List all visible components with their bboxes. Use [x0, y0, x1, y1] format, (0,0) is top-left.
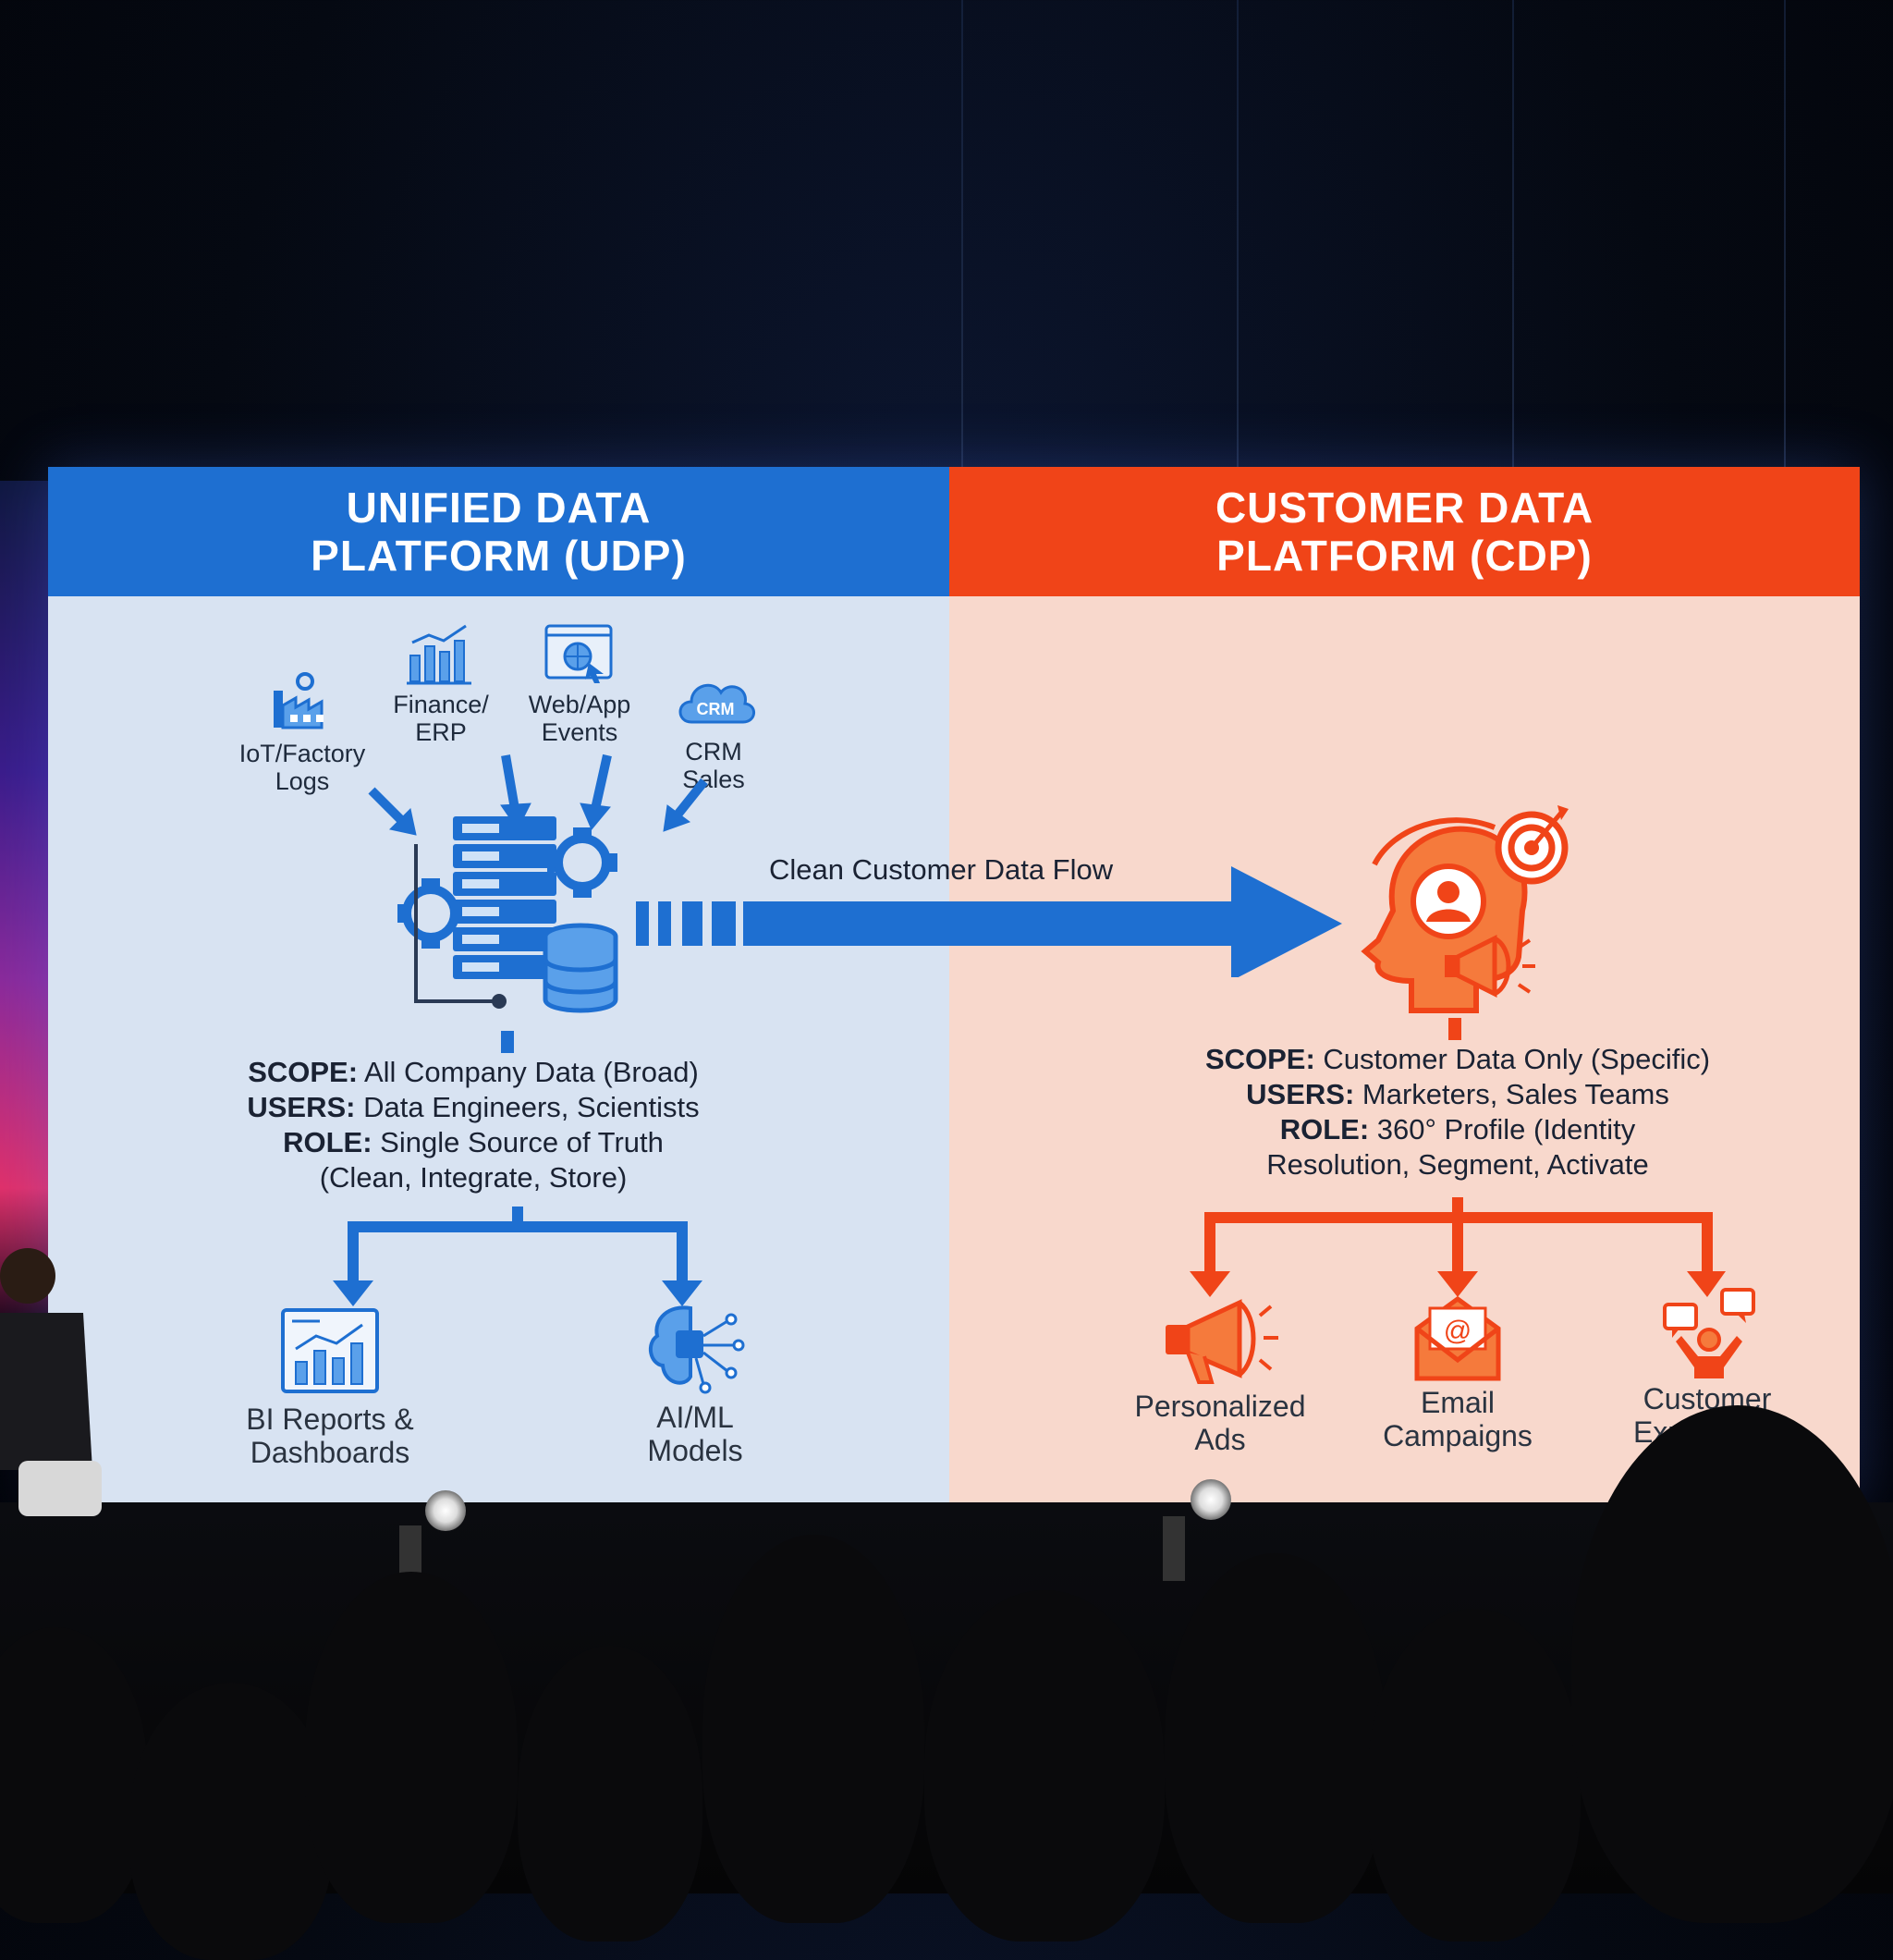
rigging-line [1784, 0, 1786, 467]
customer-experience-icon [1661, 1286, 1757, 1387]
cdp-description: SCOPE: Customer Data Only (Specific) USE… [1204, 1043, 1711, 1181]
flow-dash [682, 901, 702, 946]
udp-description: SCOPE: All Company Data (Broad) USERS: D… [247, 1056, 700, 1194]
crm-badge-text: CRM [697, 700, 735, 718]
audience-head [1165, 1553, 1386, 1923]
udp-title-line2: PLATFORM (UDP) [311, 532, 687, 580]
audience-head [924, 1590, 1165, 1942]
side-screen-glow [0, 481, 54, 1313]
incoming-arrows [368, 753, 708, 836]
crm-cloud-icon: CRM [673, 672, 758, 732]
cdp-panel: CUSTOMER DATA PLATFORM (CDP) [949, 467, 1860, 1502]
rigging-line [1237, 0, 1239, 467]
bar-chart-icon [405, 622, 475, 692]
email-icon: @ [1411, 1295, 1504, 1389]
source-label-finance: Finance/ERP [393, 691, 489, 746]
flow-label: Clean Customer Data Flow [769, 853, 1114, 886]
cdp-branch-arrows [1190, 1197, 1726, 1297]
factory-icon [268, 670, 342, 740]
customer-profile-head-icon [1356, 800, 1569, 1026]
server-stem [501, 1031, 514, 1053]
audience-head [518, 1646, 702, 1942]
dashboard-chart-icon [279, 1306, 381, 1400]
stage-light [1163, 1516, 1185, 1581]
flow-dash [658, 901, 671, 946]
ai-brain-icon [644, 1299, 746, 1400]
cdp-header: CUSTOMER DATA PLATFORM (CDP) [949, 467, 1860, 596]
audience-head [702, 1535, 924, 1923]
udp-title-line1: UNIFIED DATA [346, 484, 652, 532]
stage-light [425, 1490, 466, 1531]
rigging-line [1512, 0, 1514, 467]
audience-head [129, 1683, 333, 1960]
audience-head [1368, 1609, 1581, 1942]
data-flow-arrow [743, 866, 1342, 977]
profile-stem [1448, 1018, 1461, 1040]
output-label-bi: BI Reports &Dashboards [246, 1403, 414, 1469]
flow-dash [712, 901, 736, 946]
stage-light [1191, 1479, 1231, 1520]
audience-head [0, 1627, 148, 1923]
rigging-line [961, 0, 963, 467]
presenter-silhouette [0, 1248, 102, 1516]
cdp-title-line1: CUSTOMER DATA [1215, 484, 1594, 532]
audience-head [1571, 1405, 1893, 1923]
data-server-icon [396, 807, 629, 1024]
cdp-title-line2: PLATFORM (CDP) [1216, 532, 1593, 580]
audience-head [305, 1572, 518, 1923]
udp-header: UNIFIED DATA PLATFORM (UDP) [48, 467, 949, 596]
megaphone-icon [1160, 1295, 1280, 1392]
flow-dash [636, 901, 649, 946]
svg-text:@: @ [1444, 1316, 1472, 1346]
udp-branch-arrows [333, 1207, 702, 1306]
web-globe-icon [543, 622, 617, 692]
